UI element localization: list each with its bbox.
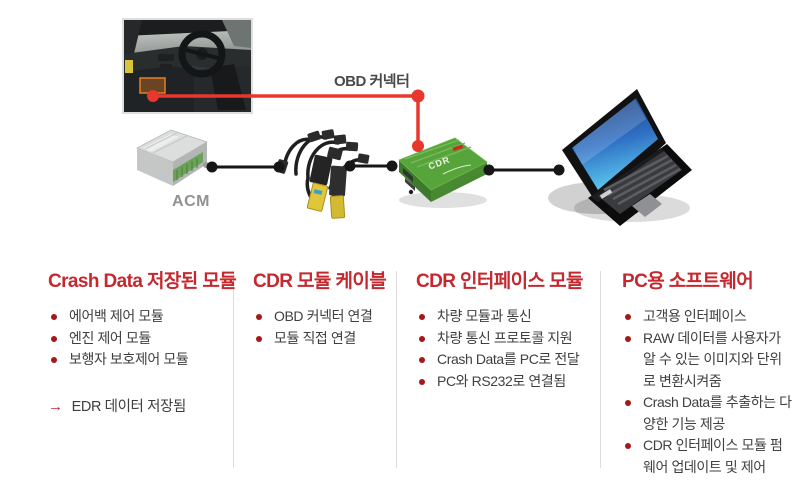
list-item-text: 보행자 보호제어 모듈 xyxy=(69,351,189,367)
list-item-text: 엔진 제어 모듈 xyxy=(69,329,151,346)
bullet-icon xyxy=(419,335,425,342)
column-divider xyxy=(600,271,601,468)
bullet-list: 에어백 제어 모듈 엔진 제어 모듈 보행자 보호제어 모듈 xyxy=(48,306,228,371)
list-item-text: OBD 커넥터 연결 xyxy=(274,308,373,324)
laptop-image xyxy=(548,89,692,226)
bullet-list: 고객용 인터페이스 RAW 데이터를 사용자가 알 수 있는 이미지와 단위로 … xyxy=(622,306,792,478)
bullet-icon xyxy=(625,400,631,406)
acm-module-image xyxy=(136,129,209,186)
list-item: Crash Data를 추출하는 다양한 기능 제공 xyxy=(622,392,792,435)
note-text: EDR 데이터 저장됨 xyxy=(71,398,187,415)
obd-connector-label: OBD 커넥터 xyxy=(334,73,410,90)
arrow-right-icon: → xyxy=(48,397,63,415)
list-item: 엔진 제어 모듈 xyxy=(48,328,228,350)
list-item: 보행자 보호제어 모듈 xyxy=(48,349,228,371)
list-item-text: 차량 통신 프로토콜 지원 xyxy=(437,329,573,346)
list-item: Crash Data를 PC로 전달 xyxy=(416,349,594,371)
list-item-text: 에어백 제어 모듈 xyxy=(69,308,164,324)
laptop-pc xyxy=(540,86,694,228)
cdr-cable-harness xyxy=(268,116,380,226)
list-item-text: 모듈 직접 연결 xyxy=(274,329,356,346)
bullet-icon xyxy=(419,314,425,320)
list-item: 고객용 인터페이스 xyxy=(622,306,792,328)
cdr-interface-module xyxy=(391,130,491,210)
bullet-icon xyxy=(419,357,425,363)
bullet-icon xyxy=(51,335,57,342)
bullet-icon xyxy=(625,314,631,320)
list-item: OBD 커넥터 연결 xyxy=(253,306,391,328)
bullet-icon xyxy=(419,378,425,385)
list-item: CDR 인터페이스 모듈 펌웨어 업데이트 및 제어 xyxy=(622,435,792,478)
list-item-text: 차량 모듈과 통신 xyxy=(437,308,532,324)
column-divider xyxy=(233,271,234,468)
bullet-icon xyxy=(256,335,262,342)
list-item: 차량 통신 프로토콜 지원 xyxy=(416,328,594,350)
cable-harness-image xyxy=(275,129,370,219)
column-divider xyxy=(396,271,397,468)
column-pc-software: PC용 소프트웨어 고객용 인터페이스 RAW 데이터를 사용자가 알 수 있는… xyxy=(622,266,792,478)
device-connection-diagram: OBD 커넥터 ACM CDR xyxy=(122,18,694,228)
list-item-text: 고객용 인터페이스 xyxy=(643,308,747,324)
edr-note: → EDR 데이터 저장됨 xyxy=(48,395,228,416)
acm-label: ACM xyxy=(172,193,210,210)
bullet-icon xyxy=(51,314,57,320)
list-item: PC와 RS232로 연결됨 xyxy=(416,371,594,393)
bullet-icon xyxy=(625,443,631,449)
black-connection-lines xyxy=(206,160,565,176)
list-item: RAW 데이터를 사용자가 알 수 있는 이미지와 단위로 변환시켜줌 xyxy=(622,328,792,393)
car-interior-photo xyxy=(122,18,253,114)
list-item-text: CDR 인터페이스 모듈 펌웨어 업데이트 및 제어 xyxy=(643,437,783,475)
list-item-text: Crash Data를 PC로 전달 xyxy=(437,351,580,367)
list-item-text: RAW 데이터를 사용자가 알 수 있는 이미지와 단위로 변환시켜줌 xyxy=(643,329,782,389)
bullet-icon xyxy=(256,314,262,320)
column-crash-data-modules: Crash Data 저장된 모듈 에어백 제어 모듈 엔진 제어 모듈 보행자… xyxy=(48,266,237,416)
list-item-text: PC와 RS232로 연결됨 xyxy=(437,372,566,389)
bullet-icon xyxy=(625,335,631,342)
list-item: 차량 모듈과 통신 xyxy=(416,306,594,328)
list-item-text: Crash Data를 추출하는 다양한 기능 제공 xyxy=(643,394,792,432)
cdr-module-image xyxy=(398,137,488,208)
list-item: 에어백 제어 모듈 xyxy=(48,306,228,328)
acm-module xyxy=(131,124,213,198)
column-title: PC용 소프트웨어 xyxy=(622,271,754,292)
column-cdr-module-cable: CDR 모듈 케이블 OBD 커넥터 연결 모듈 직접 연결 xyxy=(253,266,391,349)
car-interior-image xyxy=(122,18,253,114)
column-title: Crash Data 저장된 모듈 xyxy=(48,271,237,292)
bullet-list: OBD 커넥터 연결 모듈 직접 연결 xyxy=(253,306,391,349)
bullet-icon xyxy=(51,357,57,363)
column-cdr-interface-module: CDR 인터페이스 모듈 차량 모듈과 통신 차량 통신 프로토콜 지원 Cra… xyxy=(416,266,594,392)
bullet-list: 차량 모듈과 통신 차량 통신 프로토콜 지원 Crash Data를 PC로 … xyxy=(416,306,594,392)
column-title: CDR 모듈 케이블 xyxy=(253,271,387,292)
list-item: 모듈 직접 연결 xyxy=(253,328,391,350)
column-title: CDR 인터페이스 모듈 xyxy=(416,271,583,292)
